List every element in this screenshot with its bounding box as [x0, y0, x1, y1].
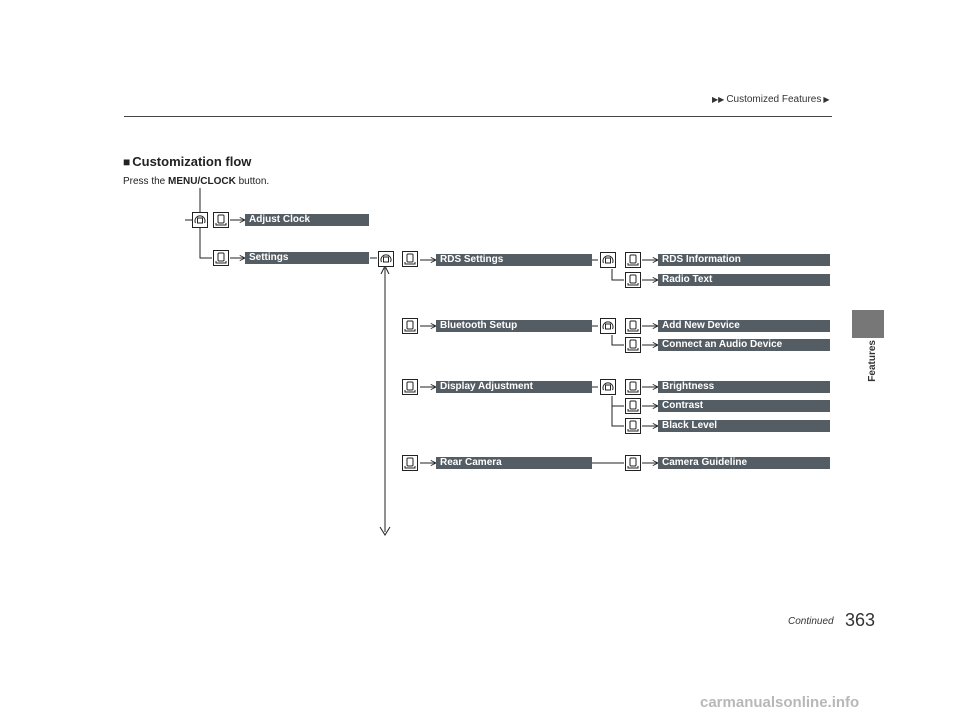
menu-item-rear-camera: Rear Camera	[436, 457, 592, 469]
section-tab-marker	[852, 310, 884, 338]
breadcrumb-arrow-icon: ▶	[823, 95, 830, 104]
press-knob-icon	[625, 455, 641, 471]
square-bullet-icon: ■	[123, 155, 131, 169]
rotate-knob-icon	[600, 379, 616, 395]
rotate-knob-icon	[378, 251, 394, 267]
press-knob-icon	[625, 418, 641, 434]
press-knob-icon	[625, 272, 641, 288]
menu-item-bluetooth-setup: Bluetooth Setup	[436, 320, 592, 332]
menu-item-rds-settings: RDS Settings	[436, 254, 592, 266]
watermark: carmanualsonline.info	[700, 694, 860, 711]
press-knob-icon	[625, 252, 641, 268]
breadcrumb-label: Customized Features	[726, 94, 822, 105]
menu-item-brightness: Brightness	[658, 381, 830, 393]
instruction-text: Press the MENU/CLOCK button.	[123, 176, 269, 187]
press-knob-icon	[402, 251, 418, 267]
rotate-knob-icon	[600, 318, 616, 334]
press-knob-icon	[625, 398, 641, 414]
press-knob-icon	[402, 318, 418, 334]
menu-item-rds-information: RDS Information	[658, 254, 830, 266]
rotate-knob-icon	[600, 252, 616, 268]
press-knob-icon	[625, 379, 641, 395]
menu-item-radio-text: Radio Text	[658, 274, 830, 286]
section-heading-text: Customization flow	[132, 154, 252, 169]
menu-item-display-adjustment: Display Adjustment	[436, 381, 592, 393]
rotate-knob-icon	[192, 212, 208, 228]
instruction-prefix: Press the	[123, 176, 166, 187]
press-knob-icon	[402, 455, 418, 471]
header-divider	[124, 116, 832, 117]
section-heading: ■Customization flow	[123, 154, 251, 169]
menu-item-black-level: Black Level	[658, 420, 830, 432]
menu-item-camera-guideline: Camera Guideline	[658, 457, 830, 469]
instruction-suffix: button.	[238, 176, 270, 187]
press-knob-icon	[625, 318, 641, 334]
menu-item-adjust-clock: Adjust Clock	[245, 214, 369, 226]
press-knob-icon	[213, 250, 229, 266]
continued-label: Continued	[788, 616, 834, 627]
press-knob-icon	[402, 379, 418, 395]
press-knob-icon	[625, 337, 641, 353]
menu-item-settings: Settings	[245, 252, 369, 264]
menu-item-add-new-device: Add New Device	[658, 320, 830, 332]
breadcrumb: ▶▶ Customized Features ▶	[712, 94, 830, 105]
press-knob-icon	[213, 212, 229, 228]
menu-item-connect-audio-device: Connect an Audio Device	[658, 339, 830, 351]
menu-item-contrast: Contrast	[658, 400, 830, 412]
page-number: 363	[845, 610, 876, 630]
instruction-button-name: MENU/CLOCK	[168, 176, 236, 187]
breadcrumb-arrow-icon: ▶▶	[712, 95, 725, 104]
